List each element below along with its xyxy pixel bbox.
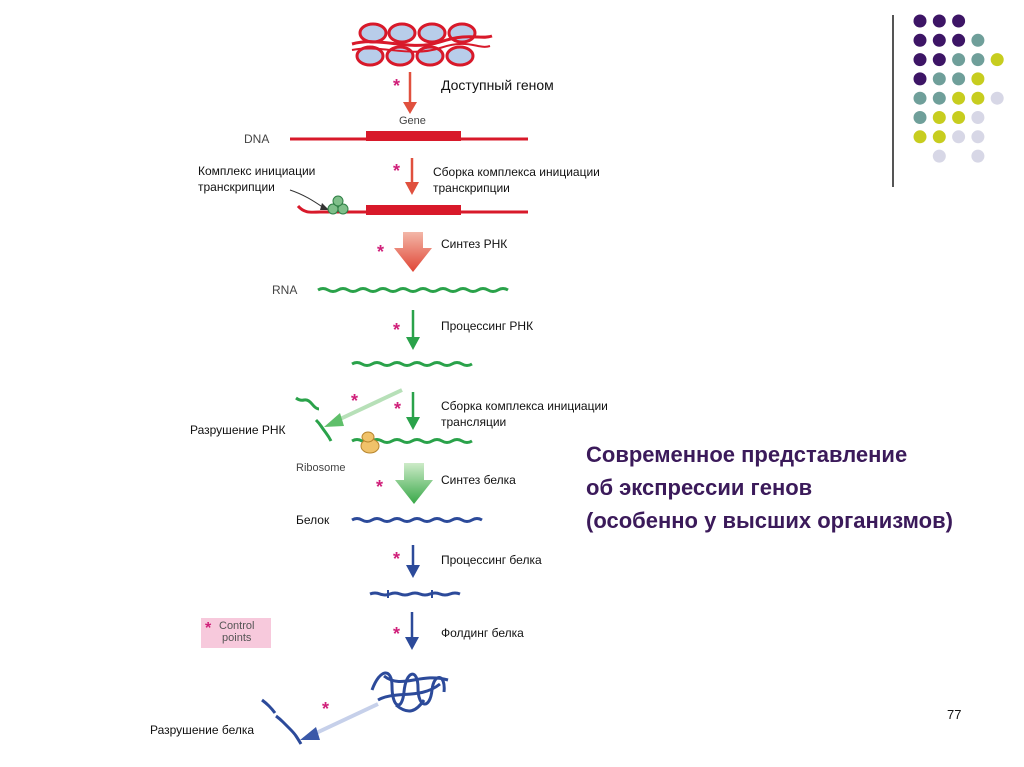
ribosome-on-rna [351, 431, 473, 454]
label-gene: Gene [399, 115, 426, 127]
label-accessible-genome: Доступный геном [441, 77, 554, 93]
label-rna-degradation: Разрушение РНК [190, 423, 286, 437]
label-rna: RNA [272, 283, 298, 297]
arrow-rna-synthesis [394, 232, 432, 272]
page-number: 77 [947, 707, 962, 722]
title-line-1: Современное представление [586, 442, 908, 467]
label-assembly-tx-1: Сборка комплекса инициации [433, 165, 600, 179]
grid-dot [952, 91, 966, 105]
control-points-line-2: points [222, 632, 252, 644]
grid-dot [932, 111, 946, 124]
grid-dot [971, 91, 985, 105]
grid-dot [932, 130, 946, 144]
grid-dot [913, 33, 927, 47]
grid-dot [952, 130, 966, 144]
grid-dot [971, 72, 985, 86]
star-icon: * [205, 620, 212, 637]
grid-dot [952, 111, 966, 124]
decorative-dot-grid [913, 14, 1004, 163]
star-icon: * [393, 624, 400, 644]
arrow-assembly-translation [406, 392, 420, 430]
star-icon: * [393, 76, 400, 96]
label-protein: Белок [296, 513, 330, 527]
arrow-assembly-transcription [405, 158, 419, 195]
grid-dot [990, 53, 1004, 67]
grid-dot [971, 53, 985, 67]
label-rna-synthesis: Синтез РНК [441, 237, 508, 251]
arrow-protein-synthesis [395, 463, 433, 504]
label-assembly-tx-2: транскрипции [433, 181, 510, 195]
protein-chain [351, 517, 483, 523]
star-icon: * [351, 391, 358, 411]
label-protein-folding: Фолдинг белка [441, 626, 524, 640]
dna-strand [290, 131, 528, 141]
label-init-complex-1: Комплекс инициации [198, 164, 316, 178]
dna-with-init-complex [289, 189, 528, 215]
label-ribosome: Ribosome [296, 462, 346, 474]
star-icon: * [322, 699, 329, 719]
grid-dot [913, 91, 927, 105]
label-rna-processing: Процессинг РНК [441, 319, 534, 333]
grid-dot [952, 33, 966, 47]
arrow-rna-processing [406, 310, 420, 350]
grid-dot [971, 111, 985, 124]
arrow-rna-degradation [324, 388, 403, 427]
arrow-protein-degradation [300, 702, 379, 740]
grid-dot [913, 130, 927, 144]
grid-dot [913, 14, 927, 28]
label-protein-processing: Процессинг белка [441, 553, 542, 567]
label-protein-degradation: Разрушение белка [150, 723, 255, 737]
grid-dot [971, 33, 985, 47]
title-line-2: об экспрессии генов [586, 475, 813, 500]
grid-dot [932, 33, 946, 47]
arrow-accessible-genome [403, 72, 417, 114]
rna-strand [317, 287, 509, 293]
grid-dot [932, 14, 946, 28]
chromatin-icon [351, 22, 493, 67]
arrow-protein-folding [405, 612, 419, 650]
grid-dot [971, 149, 985, 163]
degraded-protein [261, 698, 303, 745]
grid-dot [932, 91, 946, 105]
star-icon: * [376, 477, 383, 497]
processed-protein [369, 590, 461, 598]
control-points-text: Control points [219, 620, 254, 644]
grid-dot [932, 149, 946, 163]
star-icon: * [393, 161, 400, 181]
grid-dot [952, 72, 966, 86]
label-dna: DNA [244, 132, 270, 146]
folded-protein-icon [370, 671, 449, 713]
label-protein-synthesis: Синтез белка [441, 473, 516, 487]
label-init-complex-2: транскрипции [198, 180, 275, 194]
star-icon: * [377, 242, 384, 262]
grid-dot [913, 53, 927, 67]
processed-rna [351, 361, 473, 367]
star-icon: * [393, 320, 400, 340]
degraded-rna [295, 396, 333, 442]
control-point-stars: * * * * * * * * * * [322, 76, 401, 719]
grid-dot [913, 111, 927, 124]
grid-dot [990, 91, 1004, 105]
grid-dot [971, 130, 985, 144]
grid-dot [913, 72, 927, 86]
slide-title: Современное представление об экспрессии … [586, 438, 953, 537]
title-line-3: (особенно у высших организмов) [586, 508, 953, 533]
control-points-line-1: Control [219, 620, 255, 632]
star-icon: * [394, 399, 401, 419]
decorative-vertical-line [892, 15, 894, 187]
star-icon: * [393, 549, 400, 569]
label-assembly-tl-2: трансляции [441, 415, 507, 429]
grid-dot [952, 14, 966, 28]
control-points-legend: * Control points [201, 618, 271, 648]
arrow-protein-processing [406, 545, 420, 578]
grid-dot [952, 53, 966, 67]
grid-dot [932, 72, 946, 86]
label-assembly-tl-1: Сборка комплекса инициации [441, 399, 608, 413]
grid-dot [932, 53, 946, 67]
